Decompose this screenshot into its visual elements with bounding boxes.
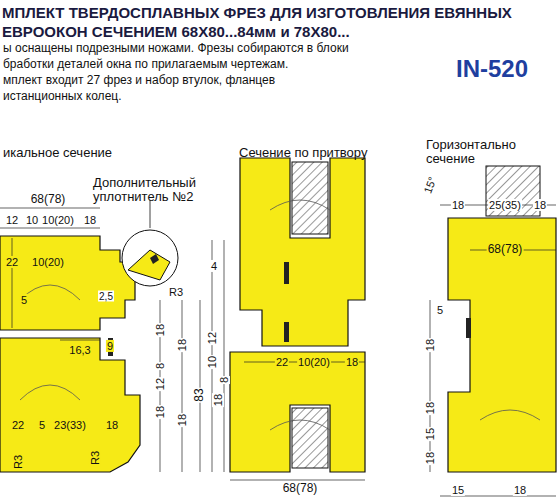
dimension-label: 8	[154, 362, 166, 370]
dimension-label: 25(35)	[488, 199, 522, 211]
dimension-line	[430, 300, 431, 472]
sash-profile	[0, 236, 135, 330]
dimension-label: 18	[424, 451, 436, 465]
section-label: Горизонтально сечение	[425, 138, 557, 167]
profile-arc	[270, 420, 330, 430]
dimension-label: 18	[451, 199, 465, 211]
profile-arc	[270, 200, 330, 210]
dimension-label: 18	[176, 413, 188, 427]
profile-arc	[20, 385, 80, 400]
seal-detail	[150, 254, 159, 264]
dimension-label: 18	[424, 401, 436, 415]
note-text: ы оснащены подрезными ножами. Фрезы соби…	[2, 42, 350, 55]
dimension-label: 10(20)	[31, 256, 65, 268]
dimension-label: 83	[193, 387, 206, 402]
dimension-line	[60, 340, 100, 341]
dimension-label: 18	[533, 199, 547, 211]
seal	[466, 318, 471, 338]
dimension-label: 2,5	[98, 291, 114, 302]
dimension-label: 8	[218, 376, 230, 384]
dimension-line	[0, 208, 100, 209]
glass	[292, 408, 328, 468]
profile-arc	[480, 410, 540, 420]
dimension-label: 15	[451, 484, 465, 496]
dimension-label: R3	[168, 286, 184, 298]
frame-profile	[448, 218, 556, 472]
sash-profile	[240, 158, 365, 346]
seal	[284, 322, 289, 342]
dimension-label: 68(78)	[282, 482, 319, 495]
dimension-label: 5	[38, 419, 46, 431]
dimension-label: 18	[176, 338, 188, 352]
frame-profile	[0, 338, 140, 472]
dimension-label: 22	[275, 356, 289, 368]
dimension-label: 10(20)	[41, 214, 75, 226]
profile-arc	[20, 285, 80, 300]
sash-profile	[230, 352, 365, 472]
dimension-label: 10(20)	[297, 356, 331, 368]
dimension-line	[0, 228, 100, 229]
dimension-line	[230, 480, 365, 481]
note-text: мплект входит 27 фрез и набор втулок, фл…	[2, 74, 276, 87]
dimension-label: 12	[206, 331, 218, 345]
dimension-label: 22	[5, 256, 19, 268]
dimension-label: 23(33)	[53, 419, 87, 431]
dimension-line	[224, 240, 225, 472]
model-code: IN-520	[455, 56, 529, 82]
dimension-label: 5	[20, 294, 28, 306]
dimension-label: 5	[436, 304, 444, 316]
note-text: бработки деталей окна по прилагаемым чер…	[2, 58, 289, 71]
dimension-label: 18	[154, 405, 166, 419]
dimension-label: 9	[106, 340, 114, 352]
detail-callout	[122, 230, 178, 286]
dimension-label: 18	[513, 484, 527, 496]
dimension-label: 18	[424, 338, 436, 352]
dimension-lines	[0, 205, 556, 496]
dimension-label: 18	[105, 419, 119, 431]
dimension-line	[12, 238, 13, 328]
dimension-label: 12	[154, 377, 166, 391]
section-label: Сечение по притвору	[238, 146, 368, 160]
dimension-label: 15	[424, 427, 436, 441]
title: МПЛЕКТ ТВЕРДОСПЛАВНЫХ ФРЕЗ ДЛЯ ИЗГОТОВЛЕ…	[2, 3, 522, 41]
dimension-label: 10	[25, 214, 39, 226]
dimension-label: 68(78)	[30, 193, 67, 206]
callout-label: Дополнительный уплотнитель №2	[92, 176, 229, 205]
dimension-label: 15°	[421, 174, 439, 196]
dimension-label: 18	[212, 393, 224, 407]
dimension-line	[200, 300, 201, 472]
seal	[284, 262, 289, 284]
dimension-label: R3	[89, 450, 101, 466]
dimension-label: 10	[206, 355, 218, 369]
dimension-label: 22	[11, 419, 25, 431]
section-label: икальное сечение	[2, 146, 113, 160]
dimension-label: 18	[83, 214, 97, 226]
dimension-label: 4	[210, 260, 218, 272]
dimension-label: 18	[345, 356, 359, 368]
dimension-line	[182, 300, 183, 472]
note-text: истанционных колец.	[2, 90, 123, 103]
dimension-label: 68(78)	[487, 243, 524, 256]
dimension-label: 12	[5, 214, 19, 226]
dimension-label: 18	[154, 323, 166, 337]
seal-detail	[128, 250, 170, 280]
dimension-label: 16,3	[68, 344, 91, 356]
dimension-label: R3	[12, 454, 24, 470]
glass	[292, 162, 328, 234]
